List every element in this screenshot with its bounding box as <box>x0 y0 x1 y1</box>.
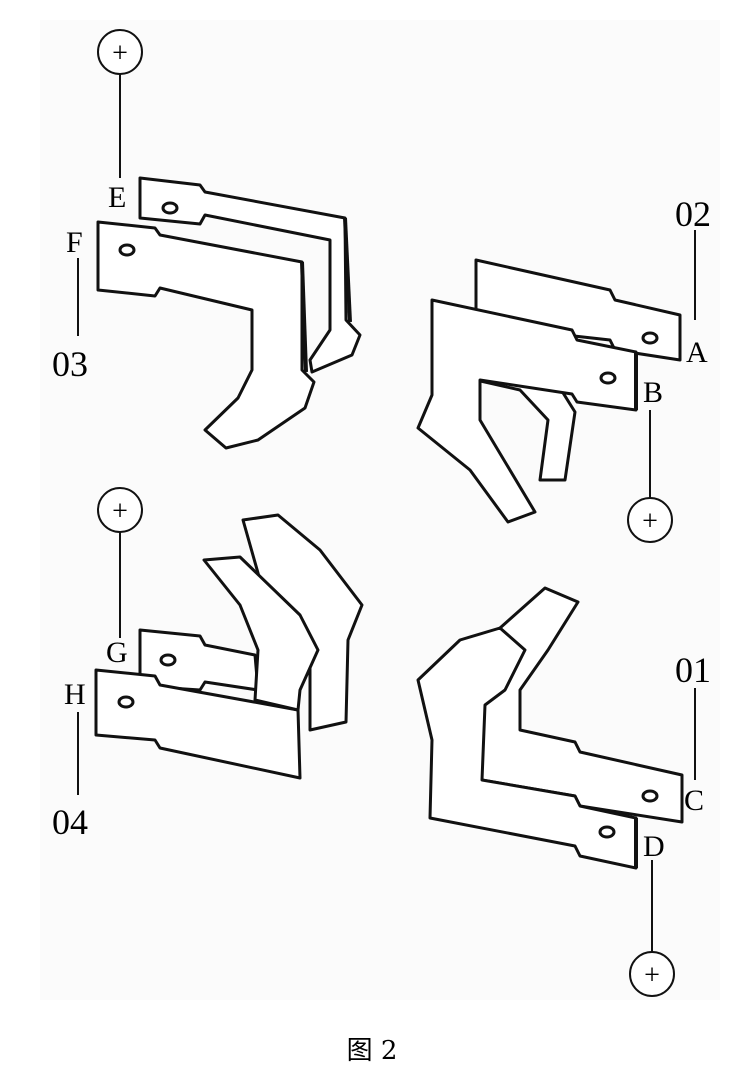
terminal-plate-e <box>138 176 362 374</box>
part-number-04: 04 <box>52 802 88 842</box>
part-number-01: 01 <box>675 650 711 690</box>
terminal-diagram: + E F 03 + 02 A B + G H 04 <box>52 29 711 997</box>
terminal-plate-d <box>416 626 638 870</box>
terminal-label-c: C <box>684 784 704 817</box>
mounting-hole <box>641 789 659 803</box>
terminal-plate-f <box>96 220 316 450</box>
terminal-label-b: B <box>643 376 663 409</box>
mounting-hole <box>641 331 659 345</box>
mounting-hole <box>117 695 135 709</box>
positive-terminal-symbol <box>627 497 673 543</box>
plus-sign: + <box>642 506 658 537</box>
terminal-assembly-top-left <box>96 176 362 450</box>
plus-sign: + <box>112 496 128 527</box>
terminal-plate-h <box>94 668 302 780</box>
positive-terminal-symbol <box>97 29 143 75</box>
terminal-assembly-top-right <box>416 258 682 524</box>
terminal-assembly-bottom-left <box>94 513 364 780</box>
plus-sign: + <box>644 960 660 991</box>
positive-terminal-symbol <box>97 487 143 533</box>
mounting-hole <box>599 371 617 385</box>
mounting-hole <box>159 653 177 667</box>
part-number-03: 03 <box>52 344 88 384</box>
mounting-hole <box>161 201 179 215</box>
mounting-hole <box>598 825 616 839</box>
terminal-label-h: H <box>64 678 86 711</box>
plus-sign: + <box>112 38 128 69</box>
terminal-plate-b <box>416 298 638 524</box>
mounting-hole <box>118 243 136 257</box>
terminal-label-g: G <box>106 636 128 669</box>
terminal-label-d: D <box>643 830 665 863</box>
positive-terminal-symbol <box>629 951 675 997</box>
terminal-label-e: E <box>108 181 126 214</box>
figure-caption: 图 2 <box>346 1036 398 1066</box>
terminal-label-f: F <box>66 226 83 259</box>
terminal-assembly-bottom-right <box>416 586 684 870</box>
terminal-label-a: A <box>686 336 708 369</box>
part-number-02: 02 <box>675 194 711 234</box>
